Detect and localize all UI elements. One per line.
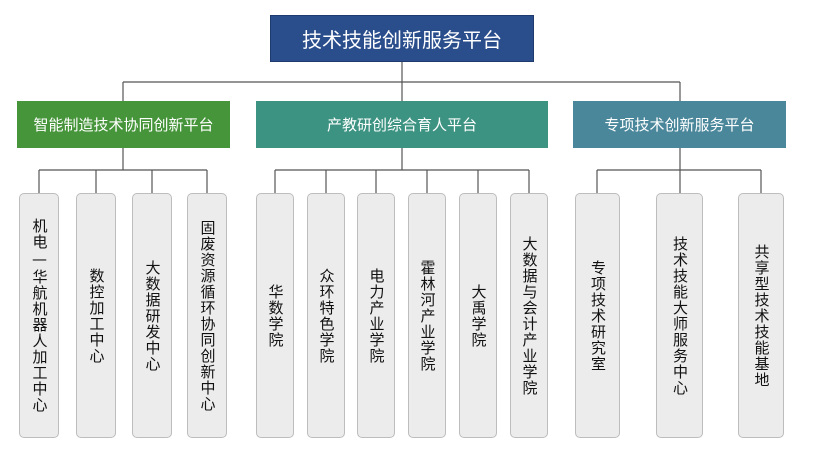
root-node: 技术技能创新服务平台	[270, 15, 534, 62]
unit-label: 共享型技术技能基地	[752, 243, 771, 388]
platform-label: 产教研创综合育人平台	[326, 116, 477, 134]
unit-box: 数控加工中心	[76, 193, 116, 438]
unit-label: 众环特色学院	[317, 267, 336, 364]
unit-box: 众环特色学院	[307, 193, 345, 438]
unit-label: 机电—华航机器人加工中心	[30, 218, 49, 413]
unit-box: 专项技术研究室	[575, 193, 620, 438]
unit-label: 专项技术研究室	[589, 259, 607, 372]
unit-box: 电力产业学院	[357, 193, 395, 438]
platform-intelligent-manufacturing: 智能制造技术协同创新平台	[17, 101, 230, 148]
unit-label: 华数学院	[266, 283, 285, 348]
unit-label: 霍林河产业学院	[418, 259, 437, 372]
platform-industry-education: 产教研创综合育人平台	[256, 101, 548, 148]
unit-label: 电力产业学院	[367, 267, 386, 364]
platform-label: 智能制造技术协同创新平台	[33, 116, 214, 134]
unit-label: 大禹学院	[469, 283, 488, 348]
unit-box: 技术技能大师服务中心	[656, 193, 703, 438]
unit-box: 华数学院	[256, 193, 294, 438]
unit-label: 数控加工中心	[87, 267, 106, 364]
unit-label: 技术技能大师服务中心	[671, 235, 689, 396]
unit-box: 机电—华航机器人加工中心	[19, 193, 59, 438]
platform-special-technology: 专项技术创新服务平台	[573, 101, 786, 148]
unit-box: 霍林河产业学院	[408, 193, 446, 438]
unit-label: 固废资源循环协同创新中心	[198, 219, 217, 412]
unit-box: 大数据研发中心	[132, 193, 172, 438]
unit-box: 固废资源循环协同创新中心	[187, 193, 227, 438]
unit-box: 大数据与会计产业学院	[510, 193, 548, 438]
platform-label: 专项技术创新服务平台	[604, 116, 755, 134]
unit-box: 大禹学院	[459, 193, 497, 438]
unit-label: 大数据研发中心	[143, 259, 162, 372]
unit-box: 共享型技术技能基地	[738, 193, 784, 438]
unit-label: 大数据与会计产业学院	[520, 235, 539, 396]
root-label: 技术技能创新服务平台	[302, 28, 502, 52]
